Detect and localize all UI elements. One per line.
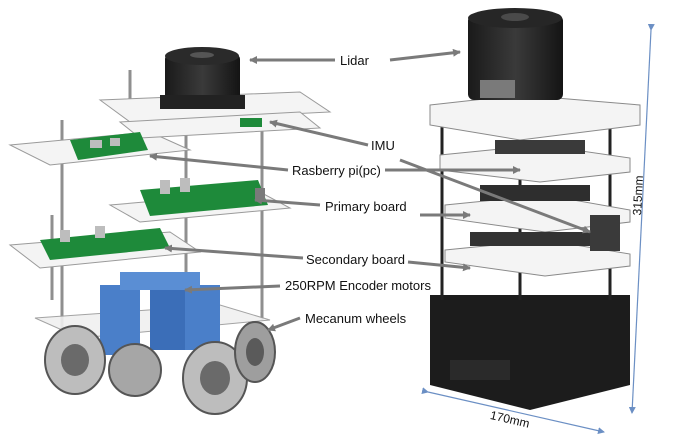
raspberry-pi-board xyxy=(70,132,148,160)
secondary-board xyxy=(40,226,170,260)
label-raspberry-pi: Rasberry pi(pc) xyxy=(292,163,381,178)
dimension-height: 315mm xyxy=(630,175,647,216)
label-encoder-motors: 250RPM Encoder motors xyxy=(285,278,431,293)
label-primary-board: Primary board xyxy=(325,199,407,214)
label-mecanum-wheels: Mecanum wheels xyxy=(305,311,407,326)
lidar-unit-photo xyxy=(468,8,563,100)
primary-board xyxy=(140,178,268,216)
mecanum-wheels xyxy=(44,321,276,415)
label-lidar: Lidar xyxy=(340,53,369,68)
label-arrows xyxy=(149,48,591,332)
label-secondary-board: Secondary board xyxy=(306,252,406,267)
lidar-unit xyxy=(160,47,245,109)
encoder-motors xyxy=(100,272,220,355)
assembled-robot xyxy=(429,8,641,410)
dimension-lines xyxy=(421,23,655,435)
exploded-cad-view xyxy=(8,47,332,415)
label-imu: IMU xyxy=(371,138,395,153)
